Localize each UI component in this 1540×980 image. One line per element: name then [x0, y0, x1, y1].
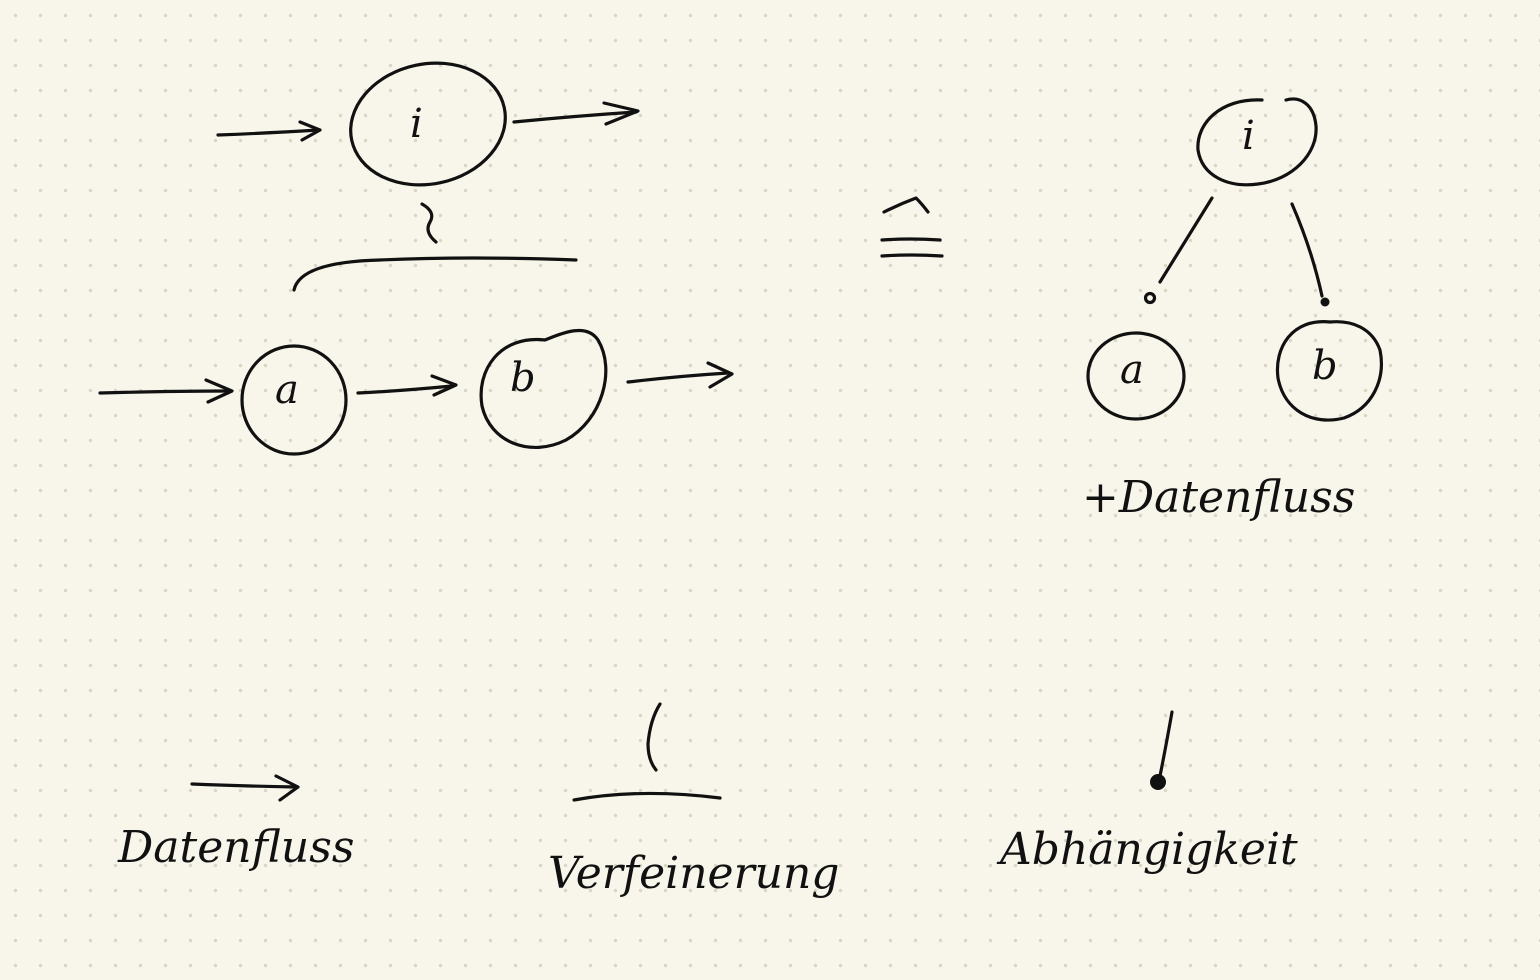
dataflow-arrow-out-of-b — [626, 361, 734, 389]
node-a-label: a — [275, 367, 299, 413]
dataflow-arrow-into-i — [216, 120, 322, 142]
node-b-label: b — [510, 355, 536, 401]
legend-dataflow-arrow — [190, 774, 300, 802]
dependency-edge-right — [1290, 202, 1330, 307]
legend-refinement-symbol — [572, 702, 722, 802]
equivalence-symbol — [880, 196, 944, 258]
node-i-label: i — [410, 101, 423, 147]
tree-caption: +Datenfluss — [1082, 472, 1356, 523]
refinement-symbol-top — [292, 202, 578, 292]
dataflow-arrow-into-a — [98, 378, 234, 404]
dataflow-arrow-a-to-b — [356, 374, 458, 397]
node-b-circle — [479, 329, 608, 450]
node-b-tree-circle — [1275, 320, 1383, 422]
legend-dataflow-label: Datenfluss — [118, 822, 355, 873]
tree-node-a-label: a — [1120, 347, 1144, 393]
node-a-tree-circle — [1086, 331, 1186, 421]
legend-dependency-symbol — [1150, 710, 1174, 790]
legend-refinement-label: Verfeinerung — [548, 848, 840, 899]
dependency-edge-left — [1143, 196, 1214, 305]
tree-node-i-label: i — [1242, 113, 1255, 159]
tree-node-b-label: b — [1312, 343, 1338, 389]
node-i-tree-circle — [1196, 97, 1318, 187]
dataflow-arrow-out-of-i — [512, 101, 640, 126]
legend-dependency-label: Abhängigkeit — [1000, 824, 1298, 875]
node-i-circle — [349, 61, 507, 187]
node-a-circle — [240, 344, 348, 456]
